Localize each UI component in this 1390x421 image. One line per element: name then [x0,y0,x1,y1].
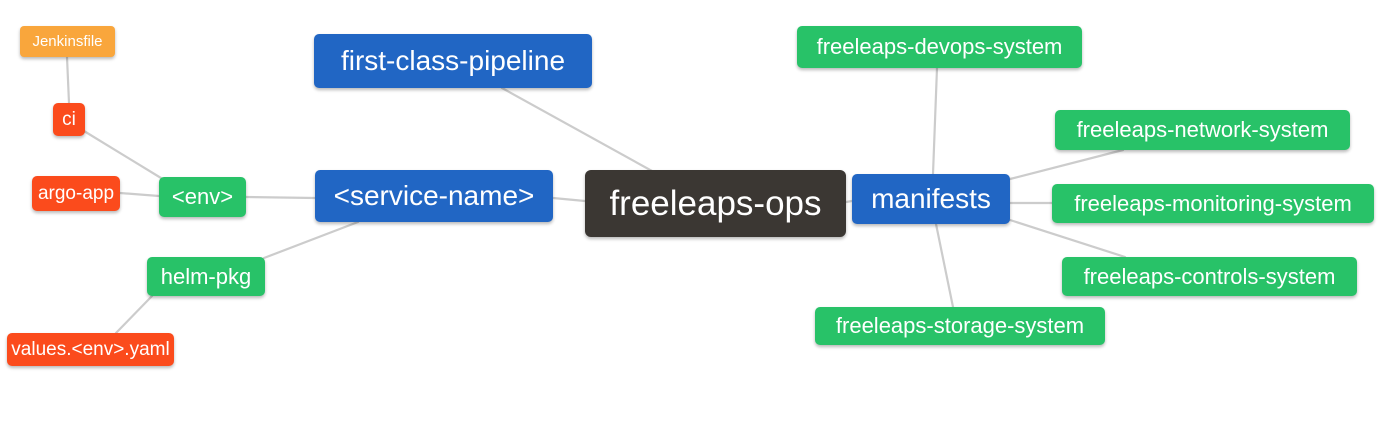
edge-root-manifests [844,199,854,204]
node-manifests[interactable]: manifests [852,174,1010,224]
node-freeleaps-devops-system[interactable]: freeleaps-devops-system [797,26,1082,68]
node-freeleaps-storage-system[interactable]: freeleaps-storage-system [815,307,1105,345]
node-helm-pkg[interactable]: helm-pkg [147,257,265,296]
node-service-name[interactable]: <service-name> [315,170,553,222]
edge-argo-app-env [118,191,161,198]
node-freeleaps-monitoring-system[interactable]: freeleaps-monitoring-system [1052,184,1374,223]
node-freeleaps-network-system[interactable]: freeleaps-network-system [1055,110,1350,150]
node-freeleaps-ops[interactable]: freeleaps-ops [585,170,846,237]
edge-manifests-storage [934,222,955,309]
edge-manifests-network [1008,148,1125,181]
edge-jenkinsfile-ci [65,55,71,105]
edge-service-name-root [551,196,587,203]
node-freeleaps-controls-system[interactable]: freeleaps-controls-system [1062,257,1357,296]
edge-helm-pkg-service-name [262,220,360,260]
node-first-class-pipeline[interactable]: first-class-pipeline [314,34,592,88]
node-argo-app[interactable]: argo-app [32,176,120,211]
node-values-env-yaml[interactable]: values.<env>.yaml [7,333,174,366]
edge-pipeline-root [500,86,654,173]
node-ci[interactable]: ci [53,103,85,136]
node-env[interactable]: <env> [159,177,246,217]
edge-manifests-controls [1008,218,1127,259]
edge-values-helm-pkg [114,294,154,335]
edge-env-service-name [244,195,317,200]
edge-ci-env [82,129,163,180]
node-jenkinsfile[interactable]: Jenkinsfile [20,26,115,57]
edge-manifests-devops [931,66,939,176]
